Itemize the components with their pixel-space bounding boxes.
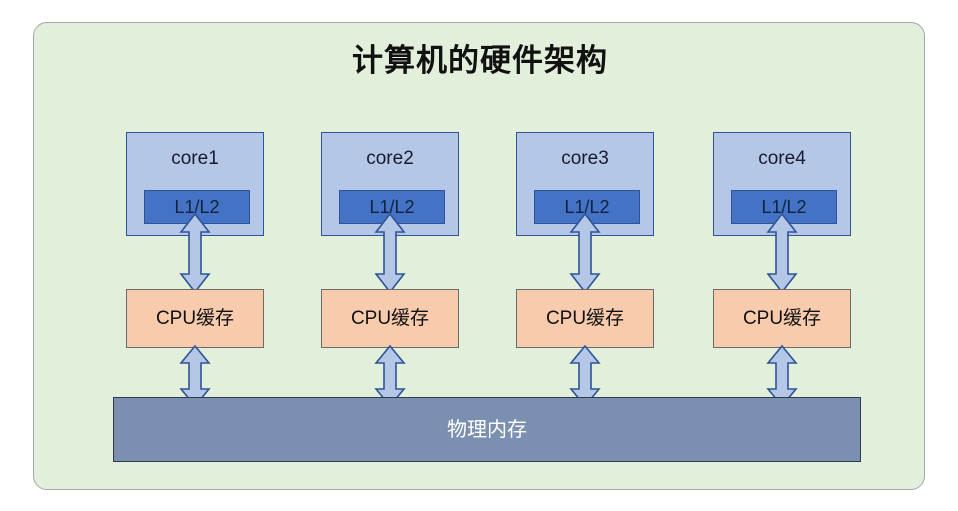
- physical-memory-bar[interactable]: 物理内存: [113, 397, 861, 462]
- core-label-2: core2: [366, 148, 414, 169]
- cpu-cache-label-3: CPU缓存: [545, 308, 625, 329]
- l1l2-cache-label-4: L1/L2: [761, 197, 807, 217]
- core-label-4: core4: [758, 148, 806, 169]
- cpu-cache-label-2: CPU缓存: [350, 308, 430, 329]
- core-label-3: core3: [561, 148, 609, 169]
- arrow-core4-to-cpucache4: [766, 213, 798, 293]
- arrow-core3-to-cpucache3: [569, 213, 601, 293]
- l1l2-cache-label-1: L1/L2: [174, 197, 220, 217]
- cpu-cache-label-4: CPU缓存: [742, 308, 822, 329]
- l1l2-cache-label-3: L1/L2: [564, 197, 610, 217]
- cpu-cache-box-1[interactable]: CPU缓存: [126, 289, 264, 348]
- l1l2-cache-label-2: L1/L2: [369, 197, 415, 217]
- diagram-panel: 计算机的硬件架构 core1 L1/L2 core2 L1/L2 core3 L…: [33, 22, 925, 490]
- cpu-cache-label-1: CPU缓存: [155, 308, 235, 329]
- cpu-cache-box-2[interactable]: CPU缓存: [321, 289, 459, 348]
- arrow-core1-to-cpucache1: [179, 213, 211, 293]
- page-title: 计算机的硬件架构: [352, 43, 608, 78]
- core-box-3[interactable]: core3 L1/L2: [516, 132, 654, 236]
- cpu-cache-box-3[interactable]: CPU缓存: [516, 289, 654, 348]
- core-label-1: core1: [171, 148, 219, 169]
- cpu-cache-box-4[interactable]: CPU缓存: [713, 289, 851, 348]
- physical-memory-label: 物理内存: [447, 419, 527, 441]
- l1l2-cache-box-3[interactable]: L1/L2: [534, 190, 640, 224]
- arrow-core2-to-cpucache2: [374, 213, 406, 293]
